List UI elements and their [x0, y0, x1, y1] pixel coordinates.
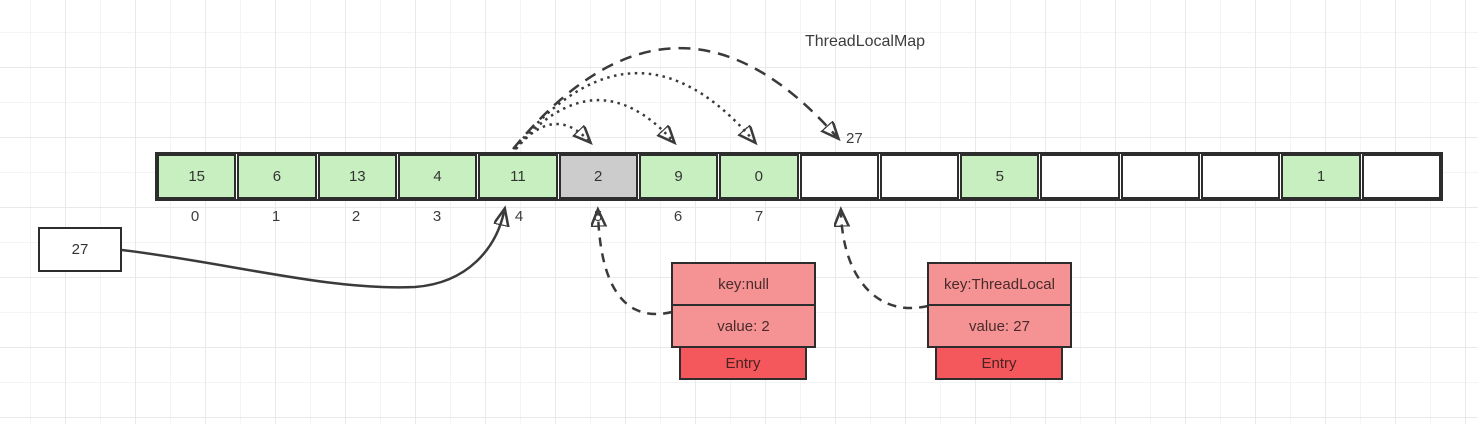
entry-threadlocal-group: key:ThreadLocal value: 27 Entry	[927, 262, 1072, 380]
cell-value: 13	[348, 168, 366, 185]
index-label-7: 7	[754, 208, 764, 225]
index-label-3: 3	[432, 208, 442, 225]
cell-value: 5	[995, 168, 1004, 185]
index-label-5: 5	[593, 208, 603, 225]
array-cell-5: 2	[558, 154, 638, 199]
entry-threadlocal-key: key:ThreadLocal	[927, 262, 1072, 306]
index-label-1: 1	[271, 208, 281, 225]
entry-threadlocal-pointer-arrow	[841, 213, 929, 310]
entry-null-tag: Entry	[679, 346, 807, 380]
array-cell-7: 0	[719, 154, 799, 199]
array-cell-10: 5	[960, 154, 1040, 199]
array-cell-15	[1361, 154, 1441, 199]
array-cell-13	[1201, 154, 1281, 199]
array-cell-9	[879, 154, 960, 199]
cell-value: 0	[754, 168, 764, 185]
array-cell-0: 15	[157, 154, 237, 199]
probe-arc-3-icon	[513, 71, 753, 150]
entry-threadlocal-tag: Entry	[935, 346, 1063, 380]
cell-value: 1	[1316, 168, 1326, 185]
array-cell-14: 1	[1281, 154, 1361, 199]
array-cell-8	[799, 154, 879, 199]
entry-threadlocal-value: value: 27	[927, 304, 1072, 348]
cell-value: 6	[272, 168, 282, 185]
probe-arc-1-icon	[515, 122, 588, 150]
cell-value: 9	[674, 168, 683, 185]
index-label-0: 0	[190, 208, 200, 225]
incoming-value-box: 27	[38, 227, 122, 272]
entry-null-group: key:null value: 2 Entry	[671, 262, 816, 380]
entry-null-key: key:null	[671, 262, 816, 306]
hash-table-array: 15 6 13 4 11 2 9 0 5 1	[155, 152, 1443, 201]
cell-value: 15	[188, 168, 205, 185]
array-cell-4: 11	[478, 154, 558, 199]
probe-arc-final-icon	[512, 46, 836, 150]
cell-value: 2	[594, 168, 603, 185]
cell-value: 4	[433, 168, 442, 185]
probe-value-label: 27	[846, 130, 863, 147]
array-cell-6: 9	[638, 154, 719, 199]
index-label-2: 2	[351, 208, 361, 225]
index-label-4: 4	[514, 208, 524, 225]
probe-arc-2-icon	[514, 98, 672, 150]
index-label-6: 6	[673, 208, 683, 225]
array-cell-2: 13	[317, 154, 397, 199]
array-cell-11	[1040, 154, 1120, 199]
array-cell-1: 6	[237, 154, 317, 199]
array-cell-12	[1120, 154, 1201, 199]
value-insert-arrow	[121, 212, 504, 289]
diagram-title: ThreadLocalMap	[805, 33, 926, 50]
entry-null-value: value: 2	[671, 304, 816, 348]
cell-value: 11	[510, 168, 526, 185]
array-cell-3: 4	[397, 154, 478, 199]
entry-null-pointer-arrow	[598, 213, 673, 316]
